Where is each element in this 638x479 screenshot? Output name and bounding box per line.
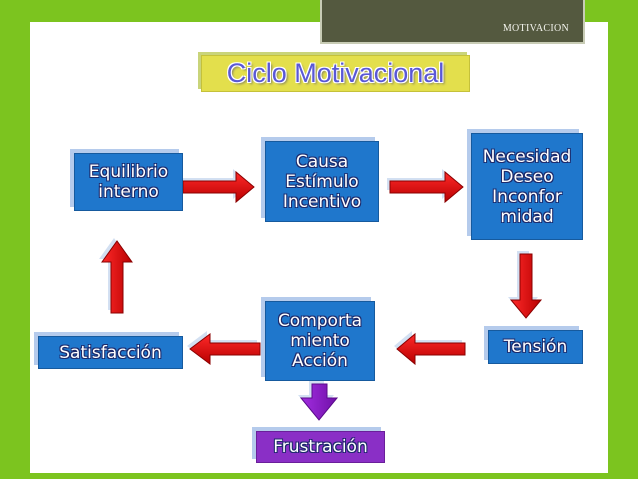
- box-comportamiento-line-1: Comporta: [277, 311, 363, 331]
- box-tension: Tensión: [488, 330, 583, 364]
- arrow-causa-to-necesidad: [389, 170, 464, 204]
- box-necesidad-line-2: Deseo: [500, 166, 554, 187]
- box-comportamiento-line-2: miento: [290, 331, 350, 351]
- box-tension-line-1: Tensión: [503, 337, 568, 357]
- box-equilibrio-line-1: Equilibrio: [88, 162, 169, 182]
- box-causa-estimulo-incentivo: Causa Estímulo Incentivo: [265, 141, 379, 222]
- arrow-comportamiento-to-frustracion: [299, 383, 339, 421]
- box-necesidad-line-1: Necesidad: [482, 146, 572, 167]
- arrow-comportamiento-to-satisfaccion: [189, 333, 261, 365]
- box-causa-line-2: Estímulo: [285, 171, 359, 192]
- box-necesidad-deseo-inconformidad: Necesidad Deseo Inconfor midad: [471, 133, 583, 240]
- box-comportamiento-line-3: Acción: [292, 351, 348, 371]
- box-causa-line-3: Incentivo: [282, 191, 362, 212]
- box-equilibrio-line-2: interno: [98, 182, 159, 202]
- arrow-necesidad-to-tension: [509, 253, 543, 319]
- box-satisfaccion: Satisfacción: [38, 336, 183, 369]
- arrow-satisfaccion-to-equilibrio: [101, 240, 133, 314]
- header-tab: MOTIVACION: [320, 0, 585, 44]
- box-causa-line-1: Causa: [295, 151, 349, 172]
- diagram-title: Ciclo Motivacional: [201, 55, 470, 92]
- box-necesidad-line-3: Inconfor: [492, 186, 562, 207]
- arrow-tension-to-comportamiento: [396, 332, 466, 366]
- box-frustracion-line-1: Frustración: [273, 437, 368, 457]
- box-equilibrio-interno: Equilibrio interno: [74, 153, 183, 211]
- header-tab-label: MOTIVACION: [502, 23, 569, 34]
- arrow-equilibrio-to-causa: [182, 170, 255, 204]
- box-comportamiento-accion: Comporta miento Acción: [265, 301, 375, 381]
- box-necesidad-line-4: midad: [500, 206, 554, 227]
- box-satisfaccion-line-1: Satisfacción: [59, 342, 162, 363]
- box-frustracion: Frustración: [256, 431, 385, 463]
